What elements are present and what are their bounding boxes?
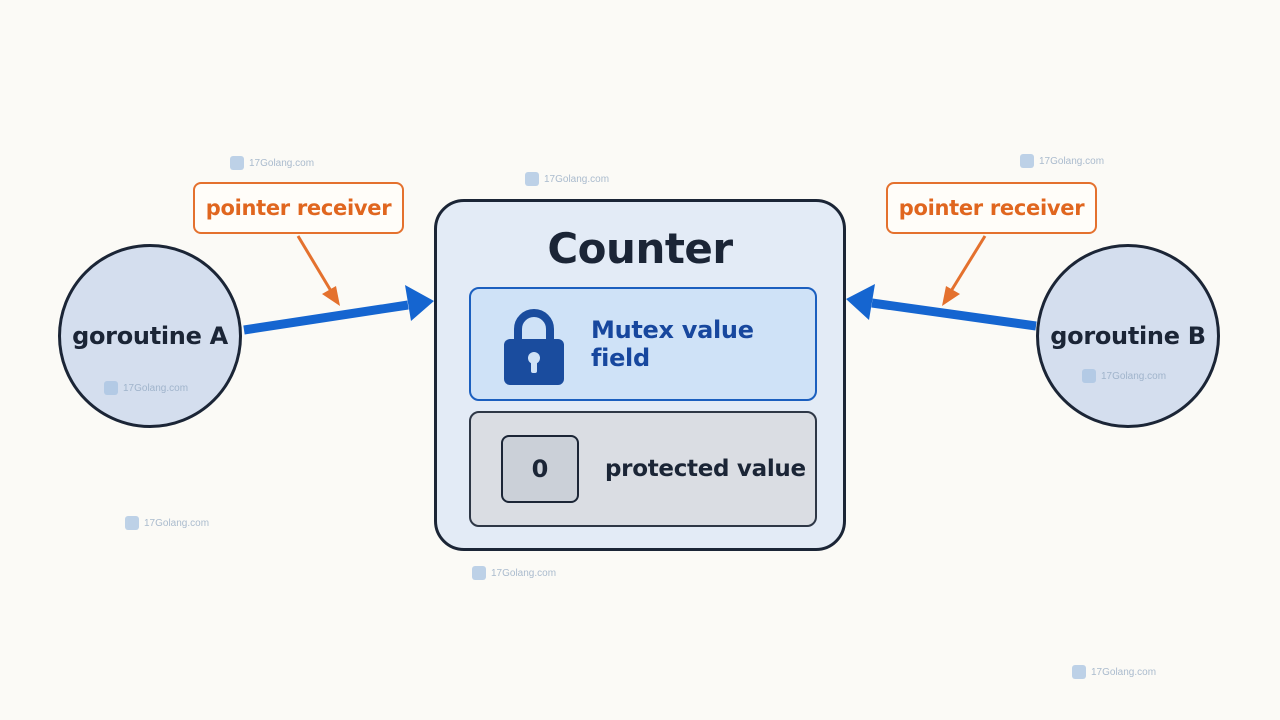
callout-pointer-head-right — [942, 286, 960, 306]
watermark-logo-icon — [230, 156, 244, 170]
padlock-icon — [504, 309, 564, 385]
watermark: 17Golang.com — [125, 516, 209, 530]
goroutine-a-label: goroutine A — [72, 322, 228, 350]
goroutine-a-node: goroutine A — [58, 244, 242, 428]
protected-value-label: protected value — [605, 456, 806, 482]
watermark: 17Golang.com — [1020, 154, 1104, 168]
protected-value-field: 0 protected value — [469, 411, 817, 527]
watermark-text: 17Golang.com — [1091, 666, 1157, 678]
arrow-head-left — [405, 285, 434, 321]
watermark-logo-icon — [472, 566, 486, 580]
callout-pointer-right — [946, 235, 987, 297]
watermark: 17Golang.com — [1072, 665, 1156, 679]
watermark: 17Golang.com — [230, 156, 314, 170]
callout-pointer-head-left — [322, 286, 340, 306]
watermark-text: 17Golang.com — [1039, 155, 1105, 167]
goroutine-b-node: goroutine B — [1036, 244, 1220, 428]
arrow-head-right — [846, 284, 875, 320]
pointer-receiver-callout-right: pointer receiver — [886, 182, 1097, 234]
watermark-logo-icon — [525, 172, 539, 186]
watermark: 17Golang.com — [472, 566, 556, 580]
watermark-text: 17Golang.com — [144, 517, 210, 529]
callout-left-label: pointer receiver — [205, 196, 392, 220]
watermark-logo-icon — [1082, 369, 1096, 383]
counter-struct: Counter Mutex value field 0 protected va… — [434, 199, 846, 551]
watermark-text: 17Golang.com — [544, 173, 610, 185]
watermark-text: 17Golang.com — [249, 157, 315, 169]
pointer-receiver-callout-left: pointer receiver — [193, 182, 404, 234]
watermark-text: 17Golang.com — [123, 382, 189, 394]
watermark-logo-icon — [1072, 665, 1086, 679]
watermark: 17Golang.com — [104, 381, 188, 395]
watermark: 17Golang.com — [1082, 369, 1166, 383]
watermark-logo-icon — [1020, 154, 1034, 168]
watermark-logo-icon — [125, 516, 139, 530]
watermark-text: 17Golang.com — [491, 567, 557, 579]
arrow-goroutine-b-to-counter — [871, 298, 1037, 331]
mutex-field: Mutex value field — [469, 287, 817, 401]
callout-pointer-left — [296, 235, 336, 297]
watermark-text: 17Golang.com — [1101, 370, 1167, 382]
value-display: 0 — [501, 435, 579, 503]
callout-right-label: pointer receiver — [898, 196, 1085, 220]
watermark-logo-icon — [104, 381, 118, 395]
counter-title: Counter — [547, 224, 733, 273]
arrow-goroutine-a-to-counter — [243, 300, 409, 335]
watermark: 17Golang.com — [525, 172, 609, 186]
mutex-label: Mutex value field — [591, 316, 754, 372]
goroutine-b-label: goroutine B — [1050, 322, 1206, 350]
